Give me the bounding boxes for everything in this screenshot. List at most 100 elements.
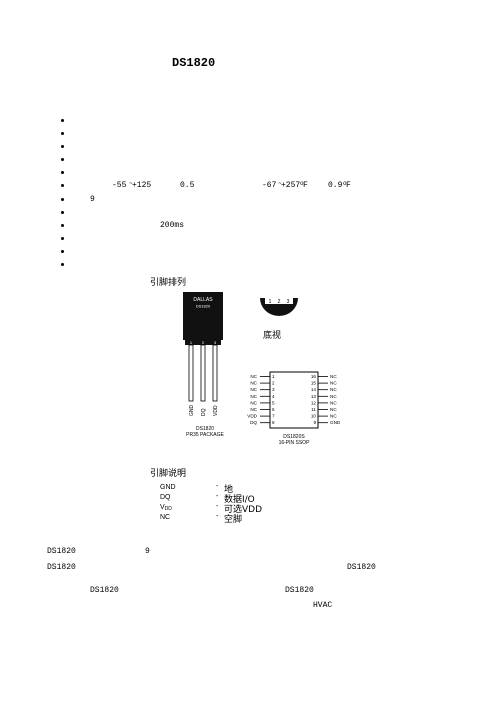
feature-item [60, 245, 480, 258]
to92-caption-2: PR35 PACKAGE [186, 432, 224, 438]
page-title: DS1820 [172, 56, 216, 70]
feature-text: ~ [129, 180, 133, 188]
ssop-left-pin-name: NC [250, 374, 257, 379]
pin-number-1: 1 [190, 340, 193, 345]
ssop-left-pin-name: NC [250, 400, 257, 405]
pin-number-3: 3 [214, 340, 217, 345]
ssop-right-pin-number: 16 [311, 374, 317, 379]
ssop-left-pin-name: NC [250, 394, 257, 399]
pin-name-vdd: VDD [213, 405, 219, 416]
para-line-1b: 9 [145, 547, 150, 556]
ssop-left-pin-number: 5 [272, 400, 275, 405]
bullet-dot-icon [61, 263, 64, 267]
pin-name: DQ [160, 494, 171, 501]
feature-text: +257 [281, 181, 301, 191]
pin-desc-name: NC [160, 514, 170, 521]
pin-desc-text: 地 [224, 485, 234, 495]
ssop-left-pin-name: NC [250, 387, 257, 392]
feature-text: F [303, 181, 308, 191]
pin-name-gnd: GND [189, 405, 195, 417]
ssop-left-pin-name: VDD [247, 414, 257, 419]
pin-desc-dash: - [216, 483, 219, 490]
ssop-right-pin-name: NC [330, 400, 337, 405]
bullet-dot-icon [61, 210, 64, 214]
pin-desc-text: 空脚 [224, 515, 243, 525]
bottom-pin-2: 2 [278, 299, 281, 305]
to92-package-figure: DALLAS DS1820 1 2 3 GND DQ VDD DS1820 PR… [183, 292, 225, 438]
ssop-left-pin-number: 3 [272, 387, 275, 392]
bullet-dot-icon [61, 184, 64, 188]
ssop-right-pin-number: 9 [313, 420, 316, 425]
feature-text: 200ms [160, 220, 185, 230]
ssop-left-pin-number: 6 [272, 407, 275, 412]
ssop-left-pin-number: 8 [272, 420, 275, 425]
pin-name-subscript: DD [164, 506, 172, 512]
feature-item [60, 127, 480, 140]
package-part: DS1820 [196, 304, 211, 309]
feature-item [60, 206, 480, 219]
ssop-right-pin-number: 15 [311, 381, 317, 386]
feature-item [60, 140, 480, 153]
ssop-right-pin-number: 14 [311, 387, 317, 392]
ssop-right-pin-name: GND [330, 420, 341, 425]
ssop-left-pin-number: 1 [272, 374, 275, 379]
bottom-pin-1: 1 [269, 299, 272, 305]
ssop-caption-2: 16-PIN SSOP [279, 440, 311, 446]
ssop-left-pin-number: 2 [272, 381, 275, 386]
ssop-left-pin-number: 4 [272, 394, 275, 399]
bullet-dot-icon [61, 158, 64, 162]
ssop-left-pin-name: NC [250, 381, 257, 386]
ssop-left-pin-name: DQ [250, 420, 257, 425]
ssop-right-pin-name: NC [330, 387, 337, 392]
ssop-right-pin-name: NC [330, 414, 337, 419]
ssop-right-pin-number: 10 [311, 414, 317, 419]
pin-name: NC [160, 514, 171, 521]
feature-text: ~ [278, 180, 282, 188]
ssop-left-pin-name: NC [250, 407, 257, 412]
ssop-caption-1: DS1820S [283, 434, 305, 440]
feature-text: F [346, 181, 351, 191]
package-brand: DALLAS [193, 297, 213, 303]
feature-item [60, 114, 480, 127]
para-line-3b: DS1820 [285, 586, 314, 595]
bullet-dot-icon [61, 236, 64, 240]
para-line-4a: HVAC [313, 601, 333, 610]
para-line-2b: DS1820 [347, 563, 376, 572]
bullet-dot-icon [61, 197, 64, 201]
pin-name: GND [160, 484, 176, 491]
feature-text: 0.9 [328, 181, 343, 191]
bullet-dot-icon [61, 249, 64, 253]
ssop-left-pin-number: 7 [272, 414, 275, 419]
ssop-right-pin-name: NC [330, 407, 337, 412]
bottom-view-figure: 1 2 3 [260, 297, 298, 317]
feature-text: -55 [112, 181, 127, 191]
para-line-1a: DS1820 [47, 547, 76, 556]
feature-item [60, 232, 480, 245]
pin-desc-name: VDD [160, 504, 172, 512]
ssop-right-pin-number: 12 [311, 400, 317, 405]
to92-caption-1: DS1820 [196, 426, 214, 432]
ssop-right-pin-name: NC [330, 381, 337, 386]
pin-name-dq: DQ [201, 408, 207, 416]
bottom-view-label: 底视 [263, 331, 282, 341]
pin-arrangement-label: 引脚排列 [150, 278, 187, 288]
pin-desc-text: 可选VDD [224, 505, 263, 515]
pin-desc-dash: - [216, 503, 219, 510]
feature-item [60, 258, 480, 271]
feature-text: 9 [90, 194, 95, 204]
bullet-dot-icon [61, 223, 64, 227]
pin-desc-dash: - [216, 493, 219, 500]
pin-desc-text: 数据I/O [224, 495, 255, 505]
bullet-dot-icon [61, 119, 64, 122]
feature-text: -67 [262, 181, 277, 191]
feature-item [60, 166, 480, 179]
bullet-dot-icon [61, 132, 64, 136]
ssop-right-pin-name: NC [330, 394, 337, 399]
pin-desc-name: GND [160, 484, 176, 491]
feature-text: o [343, 180, 347, 188]
ssop-right-pin-name: NC [330, 374, 337, 379]
ssop-right-pin-number: 13 [311, 394, 317, 399]
